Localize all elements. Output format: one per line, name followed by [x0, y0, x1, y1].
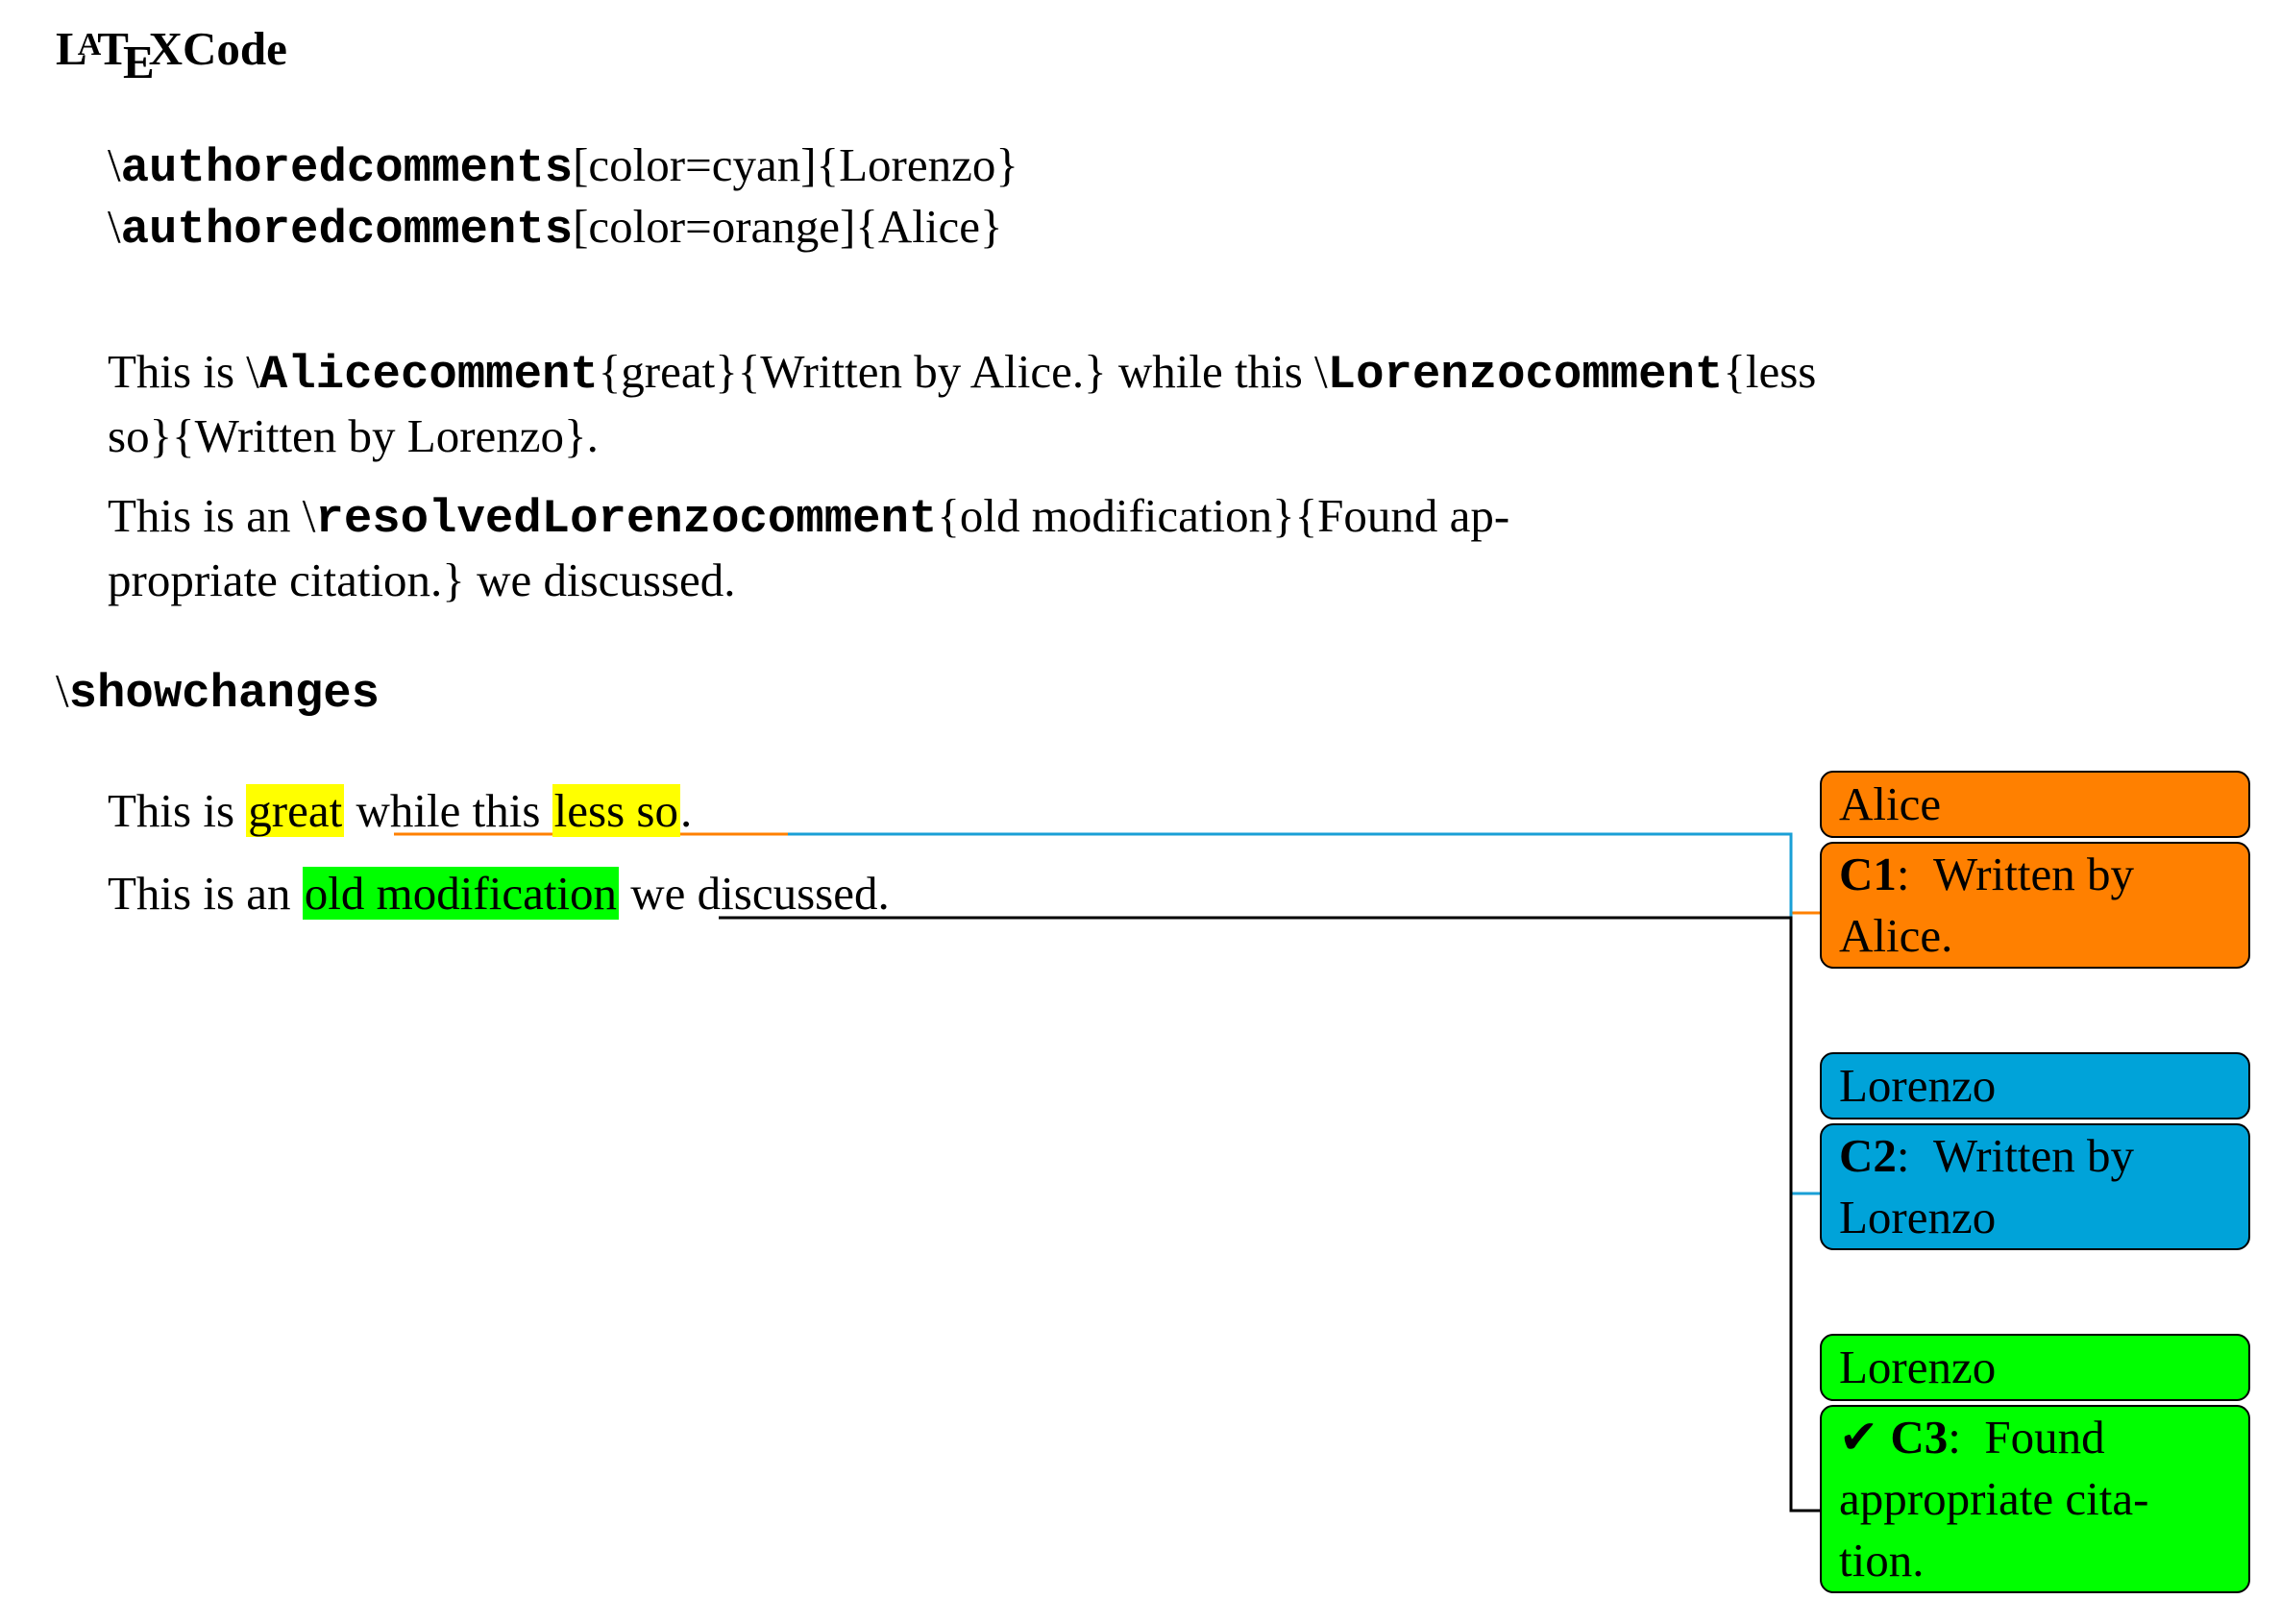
heading-showchanges: \showchanges [56, 664, 380, 721]
comment-author: Lorenzo [1820, 1334, 2250, 1401]
latex-logo: LATEX [56, 22, 184, 88]
highlight-old-modification: old modification [302, 867, 620, 920]
connector-lorenzo [788, 832, 1820, 1195]
heading-word-code: Code [183, 22, 287, 75]
heading-latex-code: LATEXCode [56, 21, 287, 88]
highlight-great: great [246, 784, 345, 837]
connector-resolved [719, 916, 1820, 1513]
rendered-line-2: This is an old modification we discussed… [108, 867, 890, 920]
code-line-2: \authoredcomments[color=orange]{Alice} [108, 200, 1003, 257]
rendered-line-1: This is great while this less so. [108, 784, 693, 837]
comment-author: Alice [1820, 771, 2250, 838]
code-paragraph-2: This is an \resolvedLorenzocomment{old m… [108, 489, 1510, 606]
comment-author: Lorenzo [1820, 1052, 2250, 1120]
code-line-1: \authoredcomments[color=cyan]{Lorenzo} [108, 138, 1018, 195]
code-paragraph-1: This is \Alicecomment{great}{Written by … [108, 345, 1817, 462]
checkmark-icon: ✔ [1839, 1411, 1879, 1464]
highlight-less-so: less so [552, 784, 680, 837]
